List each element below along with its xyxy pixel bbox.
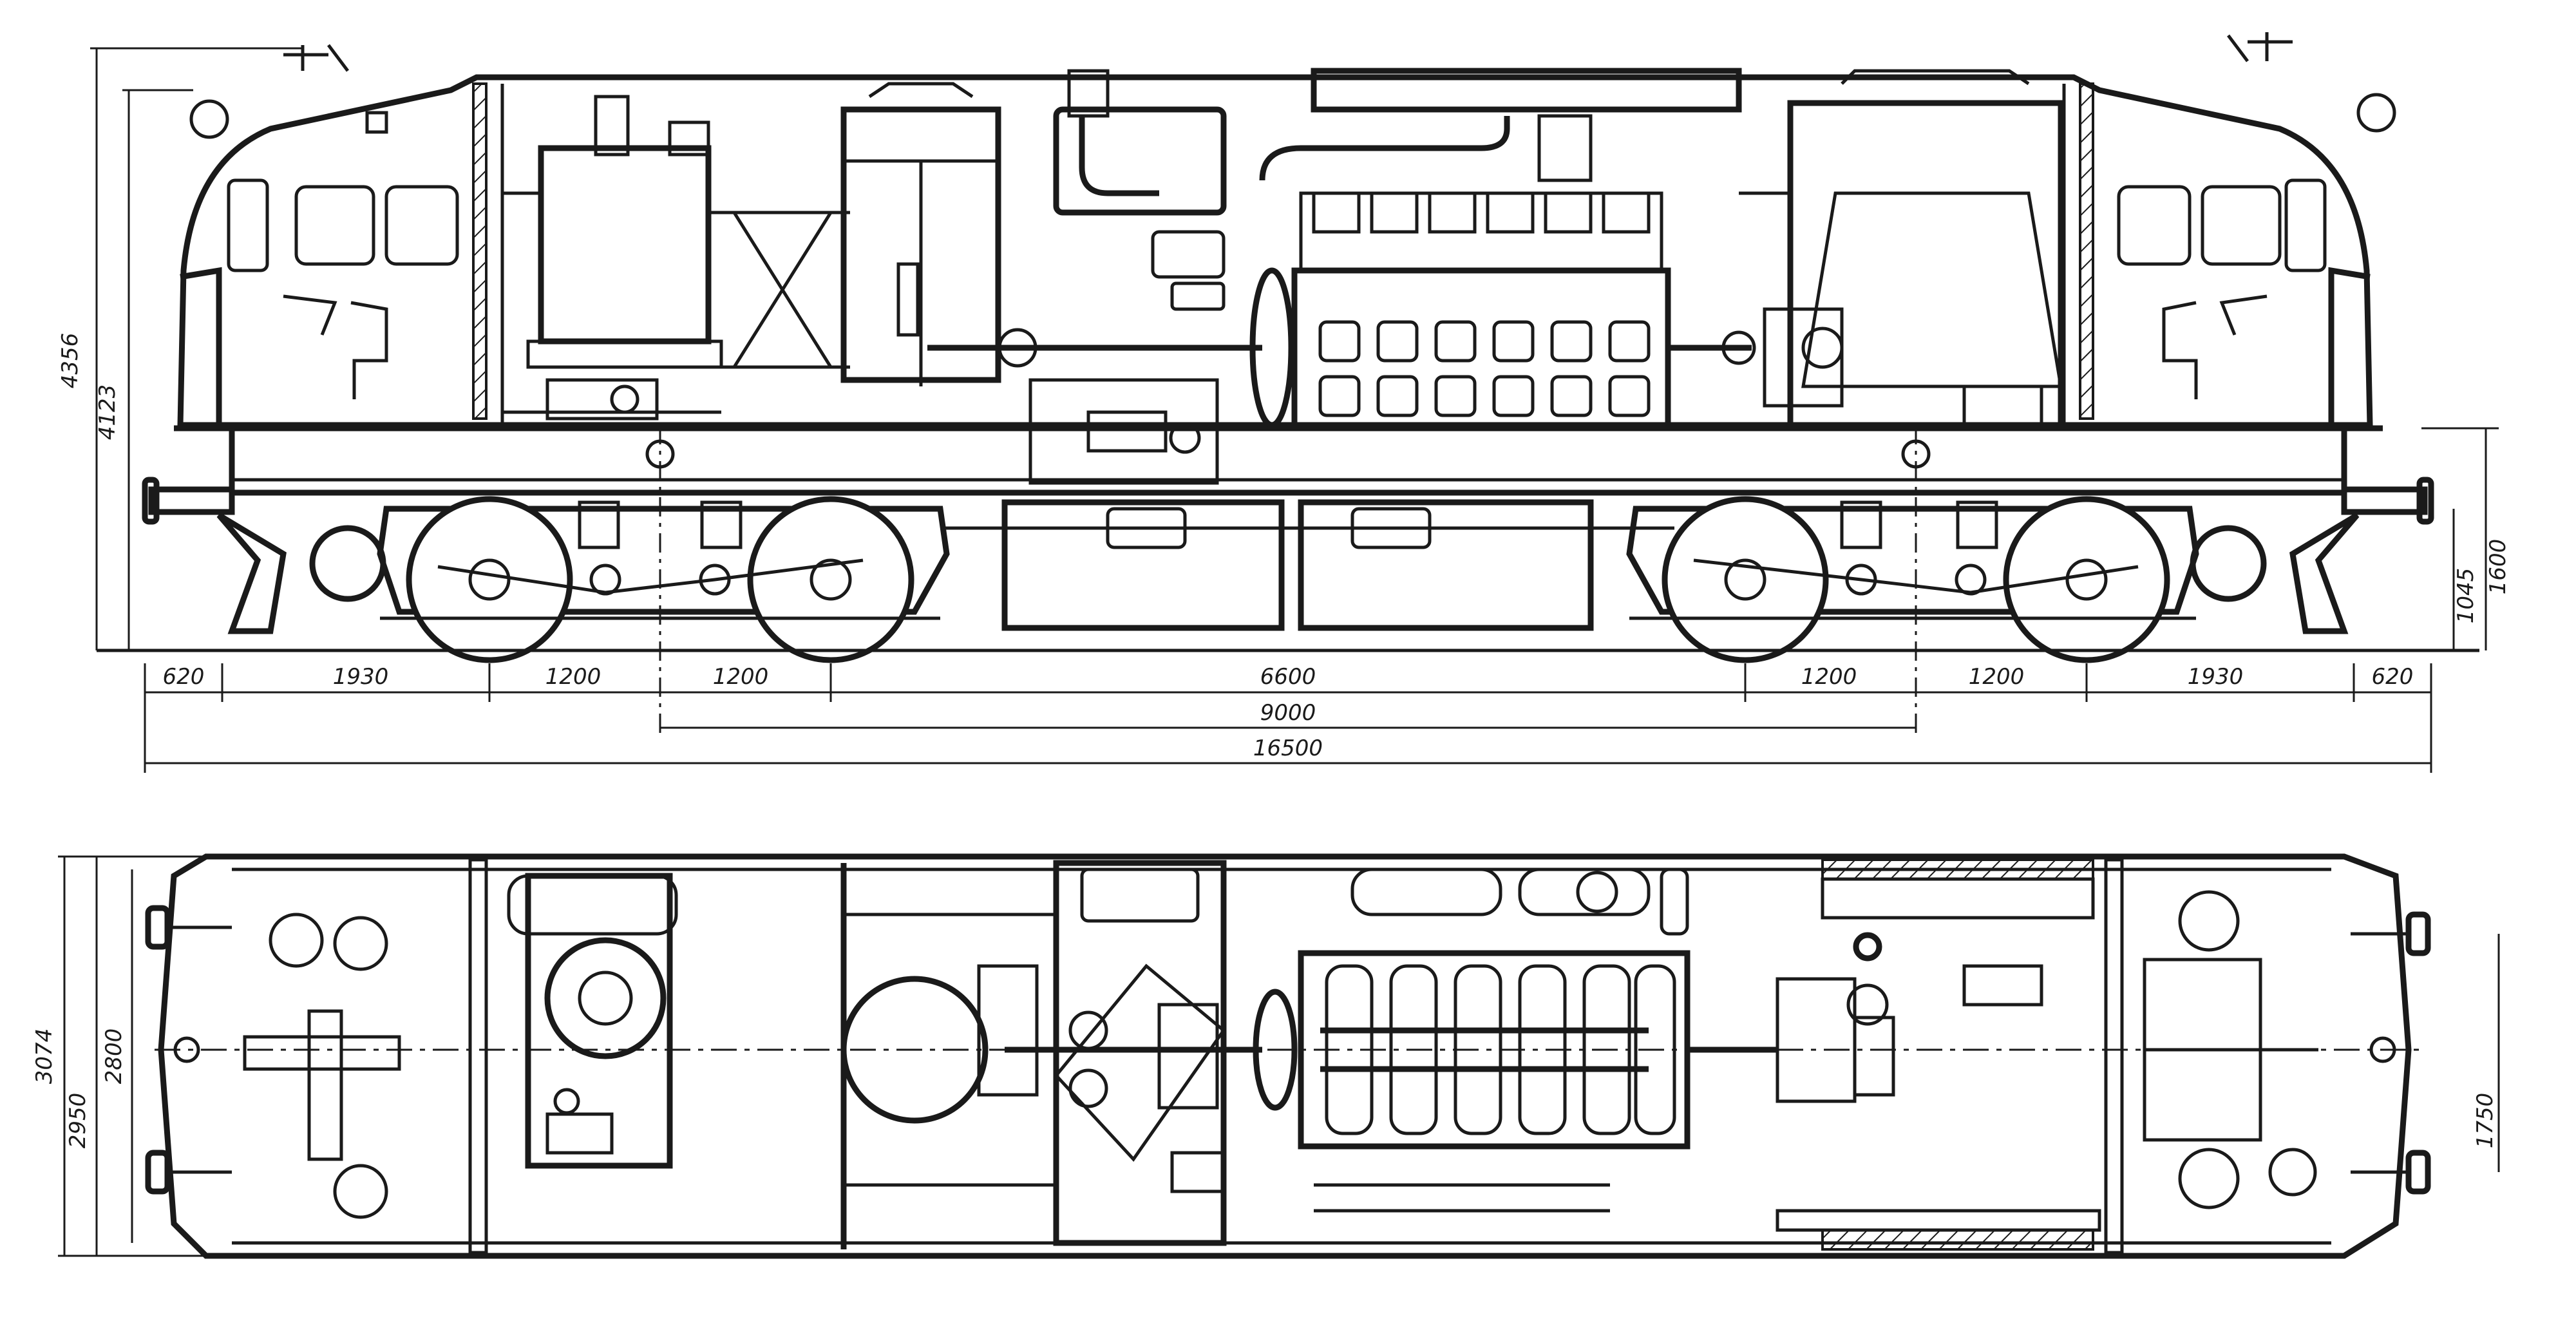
plan-right-seat-2: [2178, 1148, 2240, 1209]
left-driver-seat: [350, 301, 388, 399]
dim-inner-axles: 6600: [1260, 664, 1316, 690]
right-cab-front-window: [2284, 178, 2327, 272]
dim-frame-width: 2800: [101, 1028, 127, 1085]
plan-left-seat-2: [333, 1164, 388, 1219]
engine-inspection-covers: [1318, 320, 1651, 417]
left-cab: [180, 44, 459, 425]
right-cab: [2117, 32, 2396, 425]
left-buffer: [142, 477, 386, 634]
dim-cab-height: 4123: [95, 384, 120, 441]
plan-cooling-unit: [840, 863, 1056, 1249]
dim-bogie-centres: 9000: [1260, 700, 1316, 726]
left-headlight: [189, 99, 229, 139]
wheel-5-hub: [1845, 564, 1877, 596]
side-vertical-dimensions: 4356 4123 1045 1600: [57, 47, 2511, 650]
right-control-desk: [2219, 294, 2268, 336]
right-cab-side-window-1: [2201, 185, 2282, 266]
plan-auxiliary-compartment: [1776, 858, 2101, 1251]
right-buffer: [2190, 477, 2434, 634]
right-horn-icon: [2227, 32, 2293, 62]
plan-steam-generator: [507, 873, 678, 1169]
right-driver-seat: [2162, 301, 2198, 399]
dim-buffer-height: 1045: [2453, 568, 2479, 624]
plan-left-handbrake-icon: [333, 916, 388, 971]
plan-boiler-drum-icon: [544, 937, 667, 1059]
side-dimension-chain: 620 1930 1200 1200 6600 1200 1200 1930 6…: [144, 663, 2432, 773]
wheel-3: [747, 496, 914, 663]
dim-overall-height: 4356: [57, 333, 83, 389]
dim-axle-4-5: 1200: [1801, 664, 1857, 690]
left-cab-side-window-1: [294, 185, 375, 266]
right-cab-side-window-2: [2117, 185, 2192, 266]
dim-frame-height: 1600: [2485, 539, 2511, 595]
dim-buffer-overhang-left: 620: [163, 664, 205, 690]
dim-overall-width: 3074: [32, 1028, 57, 1085]
fuel-tanks: [940, 499, 1674, 631]
body-outline: [174, 74, 2383, 496]
main-generator: [1028, 69, 1227, 485]
right-bogie: [1626, 496, 2199, 663]
cooling-unit: [840, 82, 1001, 386]
exhaust-pipe: [1259, 116, 1510, 181]
left-snowplough: [216, 513, 287, 634]
dim-body-width: 2950: [65, 1093, 91, 1149]
dim-overall-length: 16500: [1253, 735, 1323, 761]
plan-auxiliary-motor-icon: [1853, 932, 1882, 962]
steam-generator: [502, 95, 723, 421]
dim-buffer-spacing: 1750: [2472, 1093, 2498, 1149]
frame-bracing: [502, 191, 850, 369]
plan-left-seat-1: [269, 913, 324, 968]
auxiliary-compressor-icon: [1801, 327, 1844, 369]
plan-right-seat-1: [2178, 890, 2240, 952]
plan-left-cab: [145, 905, 401, 1219]
plan-body-outline: [158, 853, 2412, 1259]
wheel-1: [406, 496, 573, 663]
plan-view: 3074 2950 2800 1750: [32, 853, 2500, 1259]
dim-buffer-overhang-right: 620: [2372, 664, 2414, 690]
plan-main-generator: [1053, 860, 1227, 1246]
plan-cooling-fan-icon: [840, 976, 989, 1124]
wheel-6: [2003, 496, 2170, 663]
left-control-desk: [283, 294, 337, 336]
plan-diesel-engine: [1253, 867, 1690, 1213]
right-air-tank: [2190, 525, 2267, 602]
dim-axle-2-3: 1200: [713, 664, 769, 690]
wheel-4: [1662, 496, 1829, 663]
plan-right-handbrake-icon: [2268, 1148, 2317, 1197]
plan-air-filter-2: [1518, 867, 1651, 916]
plan-right-cab: [2143, 890, 2431, 1209]
right-headlight: [2356, 93, 2396, 133]
engine-cylinder-heads: [1312, 191, 1651, 234]
drive-shaft: [927, 328, 1756, 368]
dim-cab-left: 1930: [333, 664, 389, 690]
diesel-engine: [1249, 68, 1742, 428]
dim-cab-right: 1930: [2188, 664, 2244, 690]
plan-air-filter-1: [1350, 867, 1502, 916]
dim-axle-5-6: 1200: [1969, 664, 2025, 690]
side-view: 620 1930 1200 1200 6600 1200 1200 1930 6…: [57, 32, 2511, 773]
left-horn-icon: [283, 44, 349, 72]
auxiliary-compartment: [1739, 69, 2064, 428]
dim-axle-1-2: 1200: [545, 664, 601, 690]
right-snowplough: [2289, 513, 2360, 634]
left-cab-front-window: [227, 178, 269, 272]
plan-vertical-dimensions: 3074 2950 2800 1750: [32, 855, 2500, 1257]
left-cab-side-window-2: [384, 185, 459, 266]
left-bogie: [377, 496, 950, 663]
left-air-tank: [309, 525, 386, 602]
